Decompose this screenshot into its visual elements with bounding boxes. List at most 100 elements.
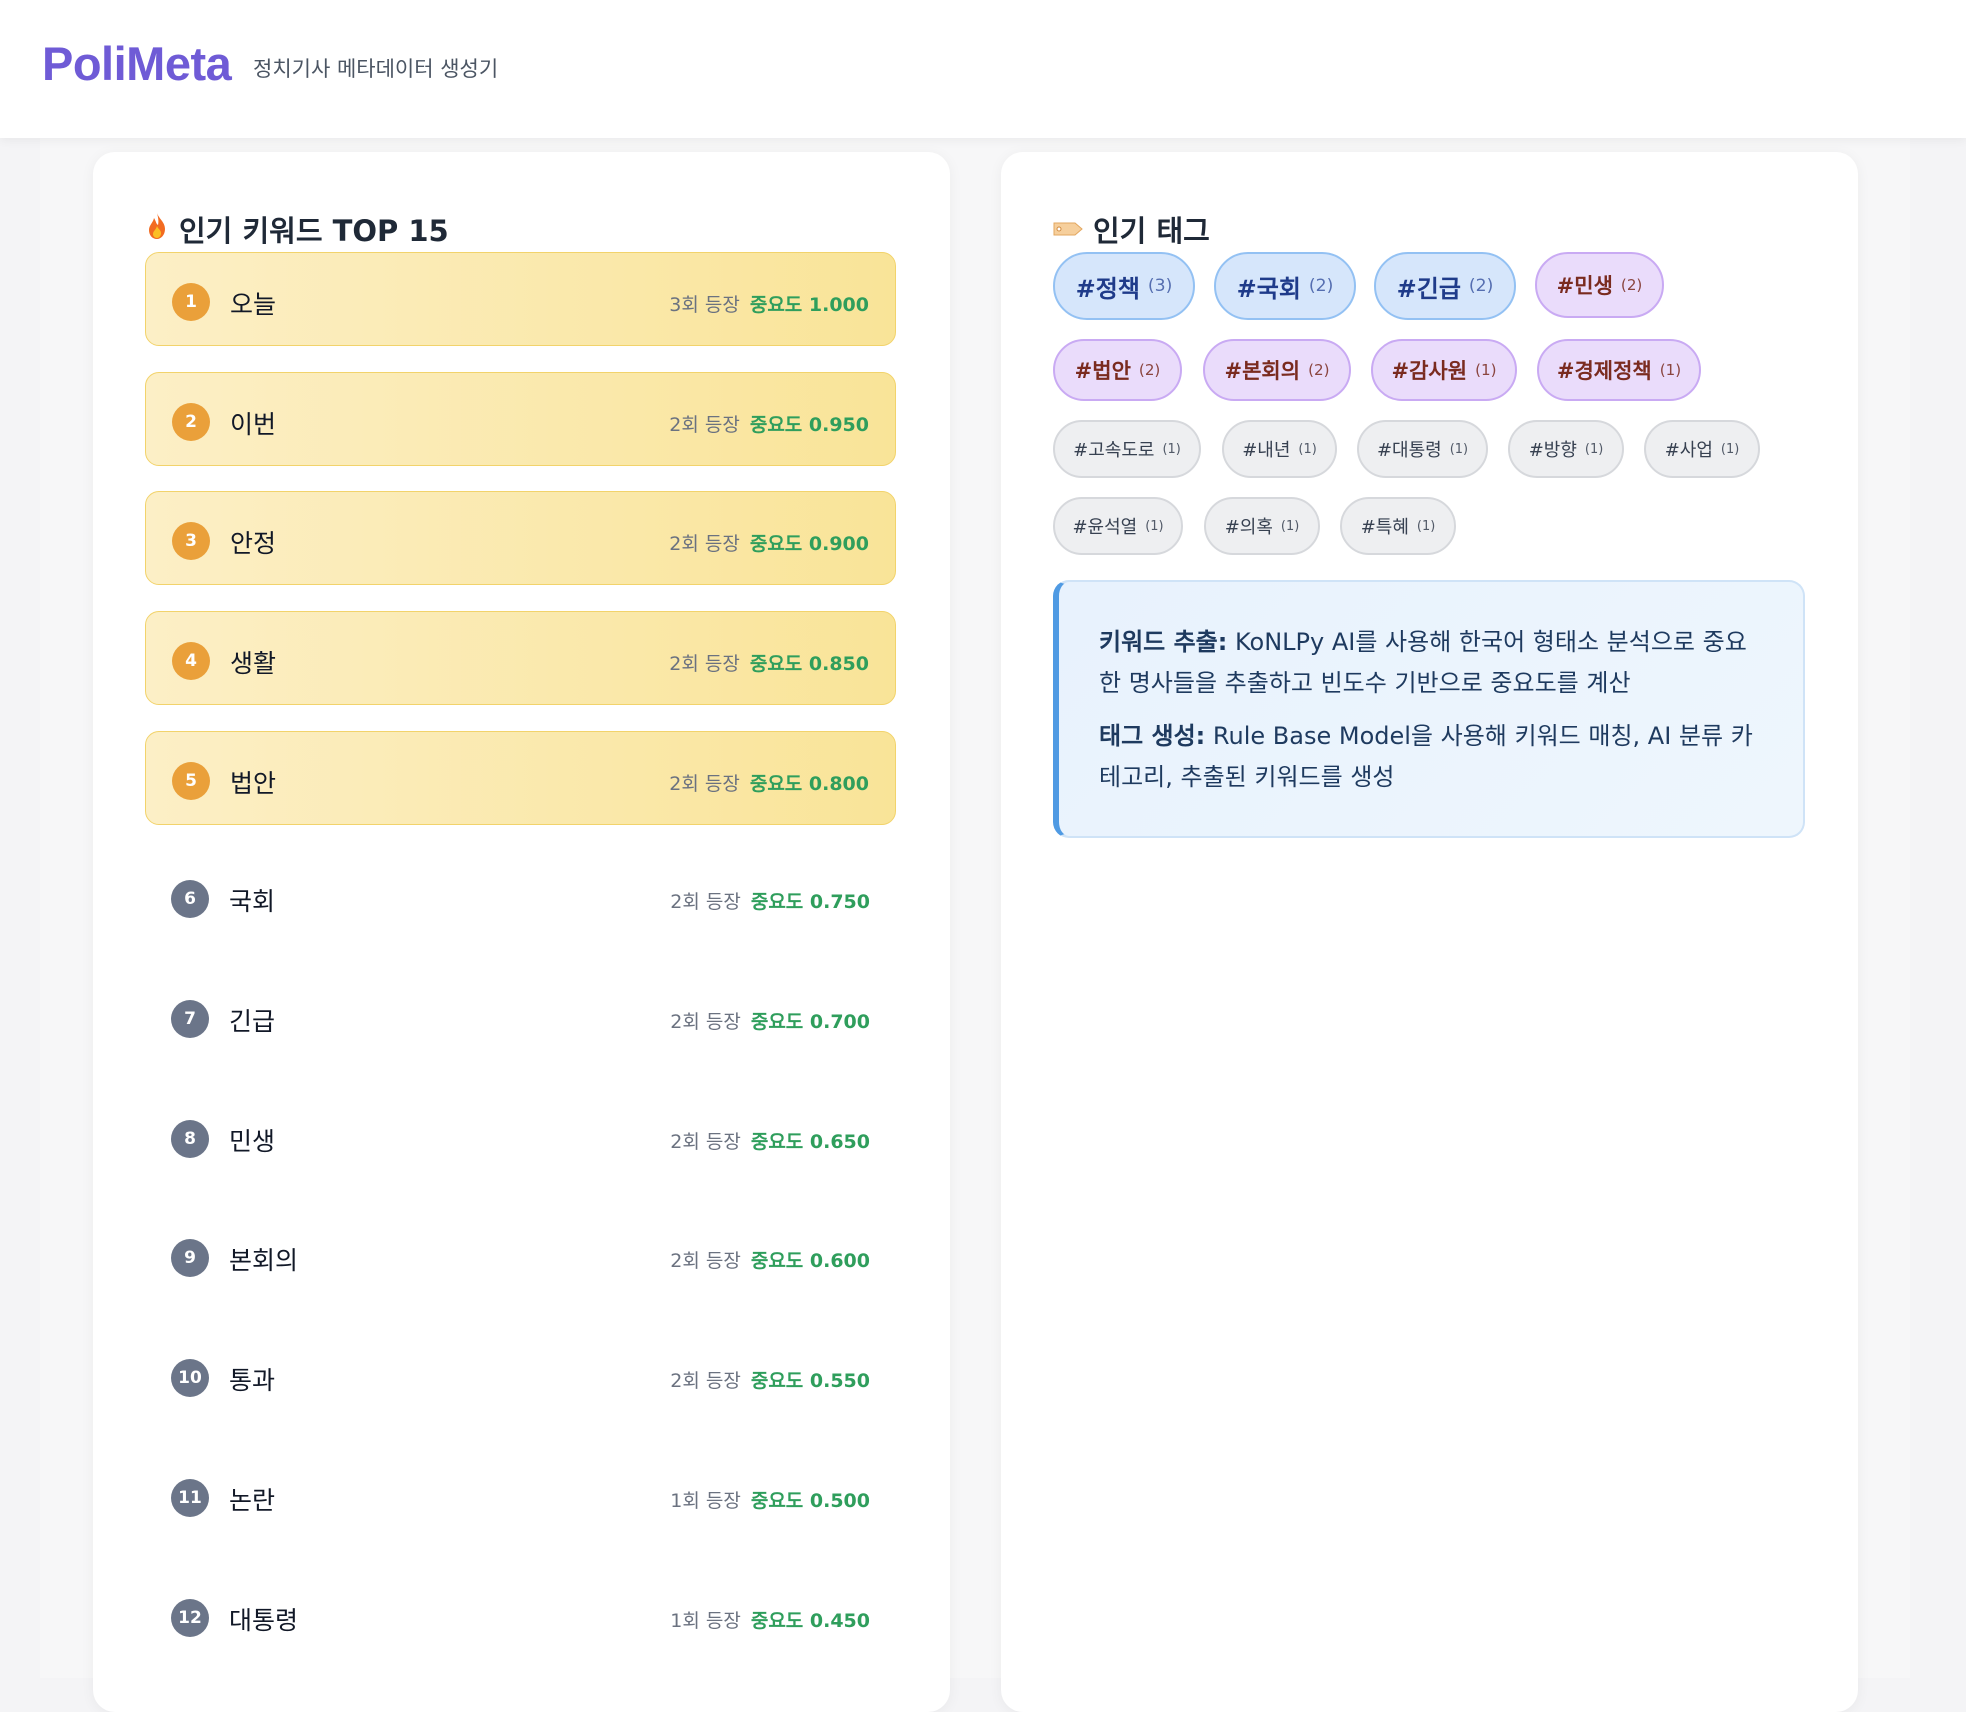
tag-chip[interactable]: #본회의(2) (1203, 339, 1351, 401)
rank-badge: 1 (172, 283, 210, 321)
rank-badge: 12 (171, 1599, 209, 1637)
rank-badge: 2 (172, 403, 210, 441)
keyword-text: 국회 (229, 887, 276, 916)
keyword-text: 대통령 (229, 1606, 299, 1635)
tag-chip[interactable]: #긴급 (2) (1374, 252, 1516, 320)
rank-badge: 11 (171, 1479, 209, 1517)
tag-count: (1) (1298, 441, 1317, 457)
tag-count: (2) (1138, 361, 1161, 379)
tag-label: #감사원 (1391, 359, 1468, 383)
keyword-meta: 2회 등장 중요도 0.750 (670, 887, 870, 914)
tag-chip[interactable]: #경제정책(1) (1537, 339, 1701, 401)
keyword-count: 2회 등장 (670, 891, 741, 913)
tag-label: #사업 (1664, 440, 1713, 461)
tag-chip[interactable]: #민생(2) (1535, 252, 1664, 318)
keyword-importance: 중요도 0.700 (750, 1011, 870, 1033)
keyword-importance: 중요도 1.000 (749, 294, 869, 316)
tag-method-text: 태그 생성: Rule Base Model을 사용해 키워드 매칭, AI 분… (1099, 716, 1763, 798)
keyword-count: 1회 등장 (670, 1490, 741, 1512)
fire-icon (145, 212, 169, 247)
keyword-count: 2회 등장 (669, 773, 740, 795)
keyword-text: 통과 (229, 1366, 276, 1395)
keyword-method-label: 키워드 추출: (1099, 628, 1228, 656)
tag-count: (1) (1145, 518, 1164, 534)
tag-count: (2) (1468, 276, 1494, 296)
tag-chip[interactable]: #정책 (3) (1053, 252, 1195, 320)
keyword-text: 이번 (230, 410, 277, 439)
rank-badge: 8 (171, 1120, 209, 1158)
keyword-meta: 1회 등장 중요도 0.450 (670, 1606, 870, 1633)
tag-label: #정책 (1075, 274, 1140, 303)
keyword-count: 2회 등장 (670, 1250, 741, 1272)
tags-card: 인기 태그 #정책 (3) #국회(2) #긴급 (2) #민생(2) #법안 (2)… (1001, 152, 1858, 1712)
rank-badge: 9 (171, 1239, 209, 1277)
keyword-row[interactable]: 3 안정 2회 등장 중요도 0.900 (145, 491, 896, 585)
keyword-importance: 중요도 0.900 (749, 533, 869, 555)
app-header: PoliMeta 정치기사 메타데이터 생성기 (0, 0, 1966, 138)
tag-count: (2) (1620, 276, 1643, 294)
keyword-text: 논란 (229, 1486, 276, 1515)
app-subtitle: 정치기사 메타데이터 생성기 (253, 57, 499, 81)
keyword-count: 1회 등장 (670, 1610, 741, 1632)
rank-badge: 10 (171, 1359, 209, 1397)
keyword-count: 2회 등장 (670, 1131, 741, 1153)
tag-chip[interactable]: #고속도로(1) (1053, 420, 1201, 478)
tag-label: #윤석열 (1072, 517, 1138, 538)
keyword-method-text: 키워드 추출: KoNLPy AI를 사용해 한국어 형태소 분석으로 중요한 … (1099, 622, 1763, 704)
tag-label: #법안 (1074, 359, 1131, 383)
keyword-importance: 중요도 0.800 (749, 773, 869, 795)
keyword-meta: 2회 등장 중요도 0.700 (670, 1007, 870, 1034)
rank-badge: 7 (171, 1000, 209, 1038)
tag-label: #대통령 (1376, 440, 1442, 461)
tag-label: #경제정책 (1556, 359, 1652, 383)
tag-method-label: 태그 생성: (1099, 722, 1206, 750)
rank-badge: 4 (172, 642, 210, 680)
tag-count: (1) (1584, 441, 1604, 457)
rank-badge: 3 (172, 522, 210, 560)
keyword-importance: 중요도 0.450 (750, 1610, 870, 1632)
tag-label: #방향 (1528, 440, 1577, 461)
tag-chip[interactable]: #특혜(1) (1340, 497, 1456, 555)
keyword-importance: 중요도 0.750 (750, 891, 870, 913)
tag-chip[interactable]: #대통령(1) (1357, 420, 1488, 478)
tag-chip[interactable]: #국회(2) (1214, 252, 1356, 320)
tag-chip[interactable]: #내년(1) (1222, 420, 1337, 478)
keyword-count: 2회 등장 (669, 414, 740, 436)
keyword-row[interactable]: 12 대통령 1회 등장 중요도 0.450 (145, 1569, 896, 1663)
keyword-count: 2회 등장 (670, 1370, 741, 1392)
tag-chip[interactable]: #사업 (1) (1644, 420, 1760, 478)
app-logo[interactable]: PoliMeta (42, 37, 232, 90)
tag-chip[interactable]: #윤석열 (1) (1053, 497, 1183, 555)
tag-count: (3) (1147, 276, 1173, 296)
keyword-text: 안정 (230, 529, 277, 558)
keyword-text: 민생 (229, 1127, 276, 1156)
tag-count: (1) (1280, 518, 1300, 534)
tag-chip[interactable]: #의혹(1) (1204, 497, 1320, 555)
tag-chip[interactable]: #감사원(1) (1371, 339, 1517, 401)
keyword-count: 2회 등장 (670, 1011, 741, 1033)
tag-chip[interactable]: #법안 (2) (1053, 339, 1182, 401)
keyword-text: 법안 (230, 769, 277, 798)
rank-badge: 6 (171, 880, 209, 918)
tags-title-text: 인기 태그 (1093, 214, 1210, 248)
tag-chip[interactable]: #방향 (1) (1508, 420, 1624, 478)
tag-count: (1) (1720, 441, 1740, 457)
keyword-row[interactable]: 6 국회 2회 등장 중요도 0.750 (145, 850, 896, 944)
keyword-count: 2회 등장 (669, 533, 740, 555)
tag-label: #본회의 (1224, 359, 1301, 383)
tag-label: #긴급 (1396, 274, 1461, 303)
